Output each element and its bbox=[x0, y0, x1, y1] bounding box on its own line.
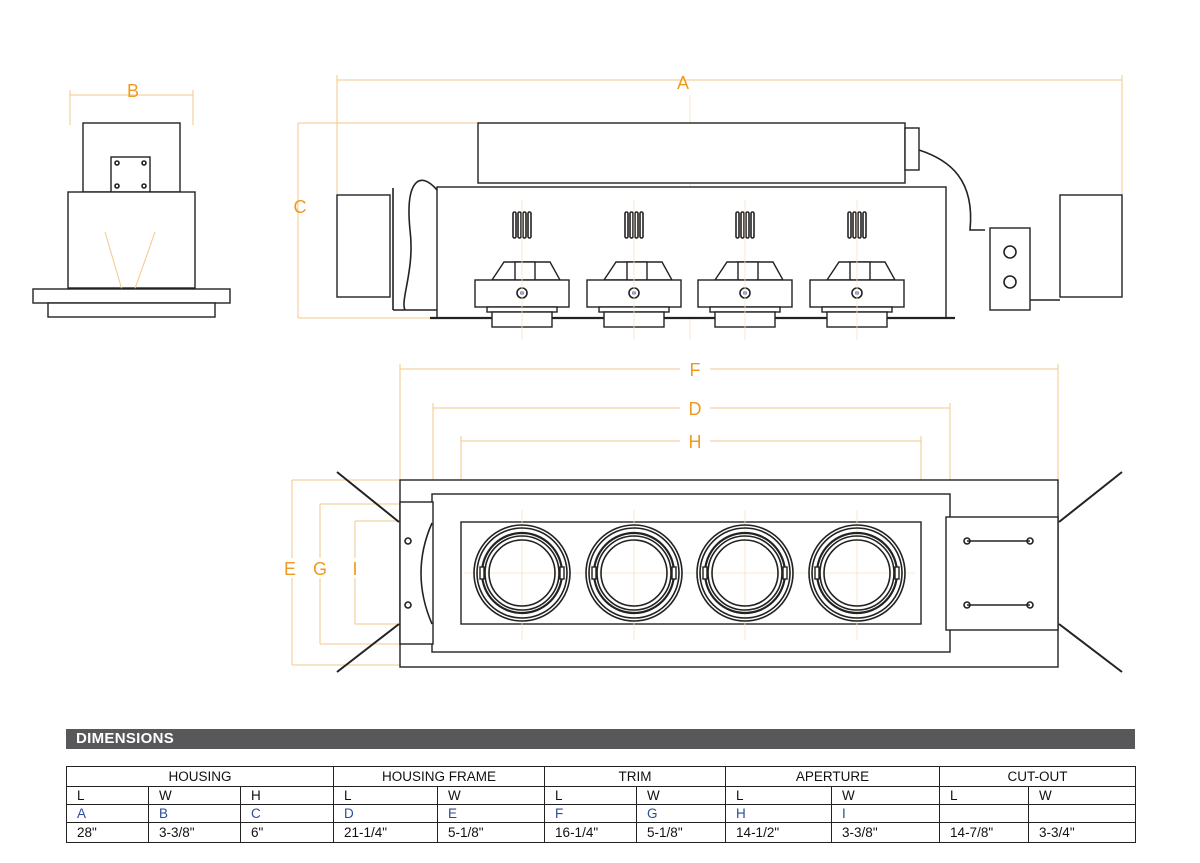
value-cell: 5-1/8" bbox=[636, 822, 727, 843]
dim-label-c: C bbox=[294, 197, 307, 217]
dim-label-e: E bbox=[284, 559, 296, 579]
axis-cell: W bbox=[831, 786, 941, 805]
value-cell: 3-3/8" bbox=[148, 822, 241, 843]
axis-cell: L bbox=[725, 786, 833, 805]
side-view: B bbox=[32, 81, 231, 318]
code-cell: I bbox=[831, 804, 941, 823]
value-cell: 14-1/2" bbox=[725, 822, 833, 843]
value-cell: 3-3/4" bbox=[1028, 822, 1137, 843]
lamp-module bbox=[474, 200, 570, 340]
front-view: A C bbox=[294, 73, 1123, 340]
value-cell: 3-3/8" bbox=[831, 822, 941, 843]
group-header: APERTURE bbox=[725, 766, 941, 787]
lamp-module bbox=[809, 200, 905, 340]
dim-label-f: F bbox=[690, 360, 701, 380]
value-cell: 21-1/4" bbox=[333, 822, 439, 843]
axis-cell: L bbox=[939, 786, 1030, 805]
aperture-ring bbox=[464, 510, 580, 640]
code-cell: G bbox=[636, 804, 727, 823]
aperture-ring bbox=[576, 510, 692, 640]
axis-cell: W bbox=[1028, 786, 1137, 805]
code-cell: B bbox=[148, 804, 241, 823]
axis-cell: H bbox=[239, 786, 335, 805]
code-cell: H bbox=[725, 804, 833, 823]
code-cell bbox=[1028, 804, 1137, 823]
lamp-module bbox=[586, 200, 682, 340]
dim-label-a: A bbox=[677, 73, 689, 93]
dim-label-b: B bbox=[127, 81, 139, 101]
top-view: F D H E G I bbox=[282, 360, 1123, 673]
axis-cell: W bbox=[148, 786, 241, 805]
value-row: 28"3-3/8"6"21-1/4"5-1/8"16-1/4"5-1/8"14-… bbox=[66, 822, 1137, 843]
dimensions-header: DIMENSIONS bbox=[66, 729, 1135, 749]
axis-cell: L bbox=[333, 786, 439, 805]
aperture-ring bbox=[687, 510, 803, 640]
group-header: HOUSING bbox=[65, 766, 335, 787]
axis-cell: L bbox=[66, 786, 149, 805]
value-cell: 16-1/4" bbox=[544, 822, 638, 843]
code-cell: E bbox=[437, 804, 546, 823]
value-cell: 28" bbox=[66, 822, 149, 843]
code-cell: A bbox=[66, 804, 149, 823]
code-cell: D bbox=[333, 804, 439, 823]
code-cell: C bbox=[239, 804, 335, 823]
dim-label-h: H bbox=[689, 432, 702, 452]
axis-cell: W bbox=[636, 786, 727, 805]
group-header: CUT-OUT bbox=[939, 766, 1137, 787]
axis-cell: L bbox=[544, 786, 638, 805]
axis-cell: W bbox=[437, 786, 546, 805]
group-header: TRIM bbox=[544, 766, 727, 787]
dim-label-g: G bbox=[313, 559, 327, 579]
group-header: HOUSING FRAME bbox=[333, 766, 546, 787]
lamp-module bbox=[697, 200, 793, 340]
value-cell: 6" bbox=[239, 822, 335, 843]
dim-label-i: I bbox=[352, 559, 357, 579]
value-cell: 14-7/8" bbox=[939, 822, 1030, 843]
aperture-ring bbox=[799, 510, 915, 640]
dim-label-d: D bbox=[689, 399, 702, 419]
code-cell: F bbox=[544, 804, 638, 823]
value-cell: 5-1/8" bbox=[437, 822, 546, 843]
code-cell bbox=[939, 804, 1030, 823]
